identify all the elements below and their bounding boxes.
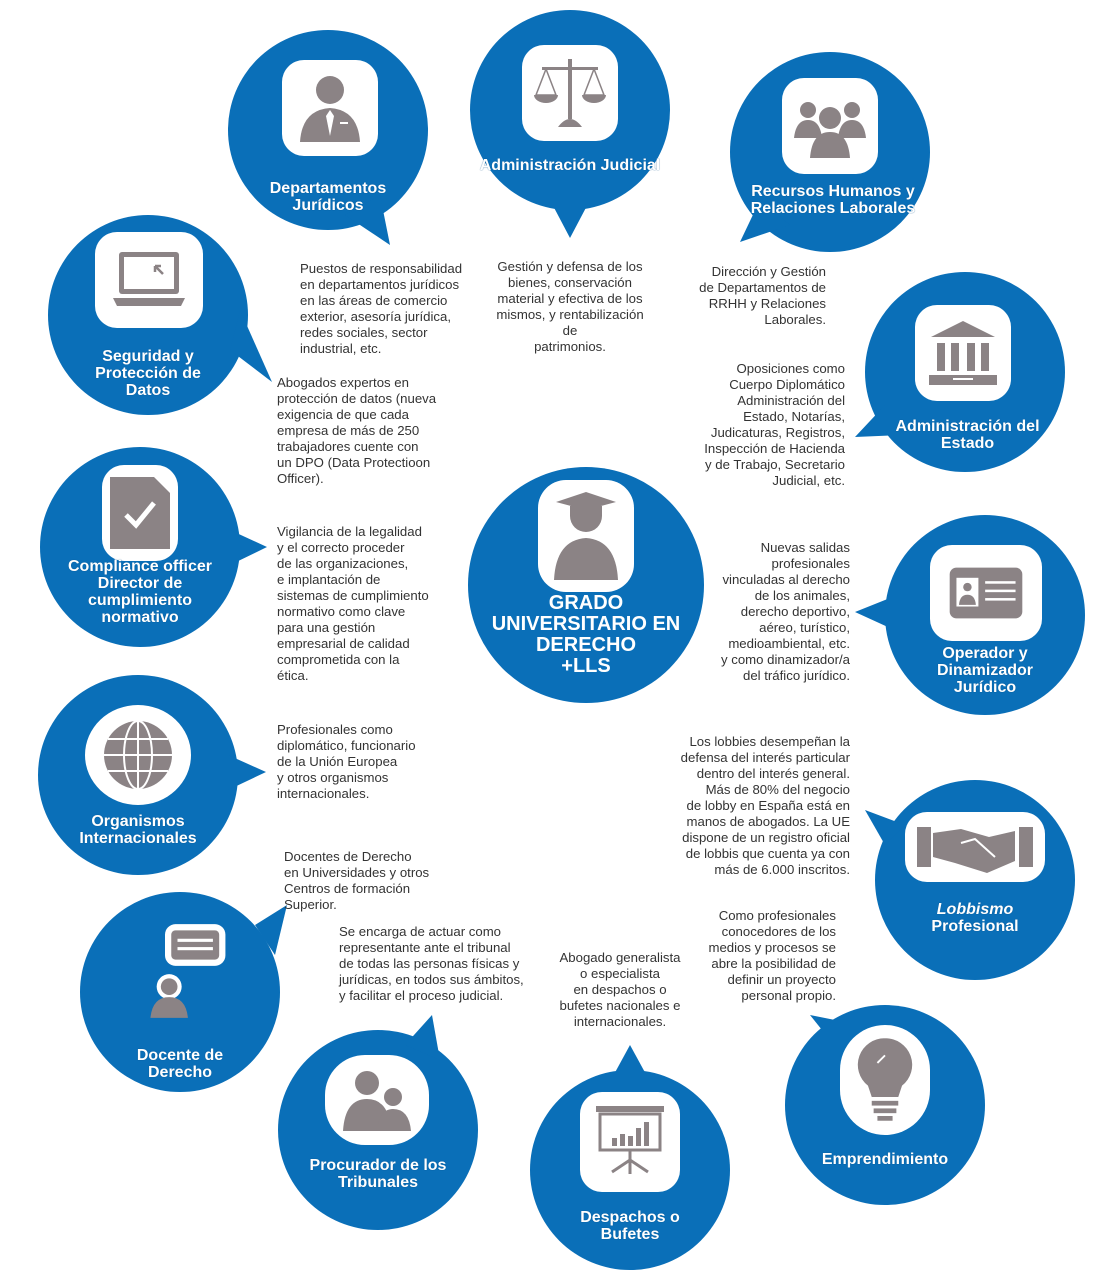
desc-compliance: Vigilancia de la legalidad y el correcto… bbox=[277, 524, 429, 683]
id-card-icon bbox=[930, 545, 1042, 641]
label-despachos: Despachos o Bufetes bbox=[580, 1209, 680, 1243]
desc-recursos-humanos: Dirección y Gestión de Departamentos de … bbox=[699, 264, 826, 327]
desc-departamentos-juridicos: Puestos de responsabilidad en departamen… bbox=[300, 261, 463, 356]
lightbulb-icon bbox=[840, 1025, 930, 1135]
label-administracion-estado: Administración del Estado bbox=[895, 418, 1040, 452]
laptop-icon bbox=[95, 232, 203, 328]
label-lobbismo-rest: Profesional bbox=[931, 918, 1019, 935]
teacher-speech-icon bbox=[145, 915, 235, 1025]
label-lobbismo-italic: Lobbismo bbox=[936, 901, 1014, 918]
desc-administracion-estado: Oposiciones como Cuerpo Diplomático Admi… bbox=[704, 361, 845, 488]
center-title: GRADO UNIVERSITARIO EN DERECHO +LLS bbox=[476, 593, 696, 677]
globe-icon bbox=[85, 705, 191, 805]
desc-docente: Docentes de Derecho en Universidades y o… bbox=[284, 849, 430, 912]
label-organismos: Organismos Internacionales bbox=[79, 813, 197, 847]
label-departamentos-juridicos: Departamentos Jurídicos bbox=[269, 180, 387, 214]
label-recursos-humanos: Recursos Humanos y Relaciones Laborales bbox=[750, 183, 916, 217]
desc-procurador: Se encarga de actuar como representante … bbox=[339, 924, 524, 1003]
label-procurador: Procurador de los Tribunales bbox=[309, 1157, 447, 1191]
desc-operador: Nuevas salidas profesionales vinculadas … bbox=[720, 540, 850, 683]
two-people-icon bbox=[325, 1055, 429, 1145]
center-title-line: UNIVERSITARIO EN bbox=[491, 613, 681, 635]
label-seguridad-datos: Seguridad y Protección de Datos bbox=[95, 348, 201, 399]
lawyer-icon bbox=[282, 60, 378, 156]
handshake-icon bbox=[905, 812, 1045, 882]
label-compliance: Compliance officer Director de cumplimie… bbox=[67, 558, 213, 626]
center-title-line: +LLS bbox=[561, 655, 611, 677]
desc-emprendimiento: Como profesionales conocedores de los me… bbox=[708, 908, 836, 1003]
center-title-line: GRADO bbox=[548, 592, 624, 614]
center-title-line: DERECHO bbox=[535, 634, 636, 656]
government-building-icon bbox=[915, 305, 1011, 401]
checked-document-icon bbox=[102, 465, 178, 561]
graduate-icon bbox=[538, 480, 634, 592]
label-operador: Operador y Dinamizador Jurídico bbox=[936, 645, 1033, 696]
scales-icon bbox=[522, 45, 618, 141]
desc-lobbismo: Los lobbies desempeñan la defensa del in… bbox=[680, 734, 850, 877]
people-group-icon bbox=[782, 78, 878, 174]
desc-despachos: Abogado generalista o especialista en de… bbox=[559, 950, 681, 1029]
desc-administracion-judicial: Gestión y defensa de los bienes, conserv… bbox=[496, 259, 644, 354]
label-administracion-judicial: Administración Judicial bbox=[479, 157, 661, 174]
label-emprendimiento: Emprendimiento bbox=[821, 1151, 949, 1168]
label-docente: Docente de Derecho bbox=[136, 1047, 224, 1081]
desc-seguridad-datos: Abogados expertos en protección de datos… bbox=[277, 375, 437, 486]
desc-organismos: Profesionales como diplomático, funciona… bbox=[277, 722, 416, 801]
presentation-board-icon bbox=[580, 1092, 680, 1192]
